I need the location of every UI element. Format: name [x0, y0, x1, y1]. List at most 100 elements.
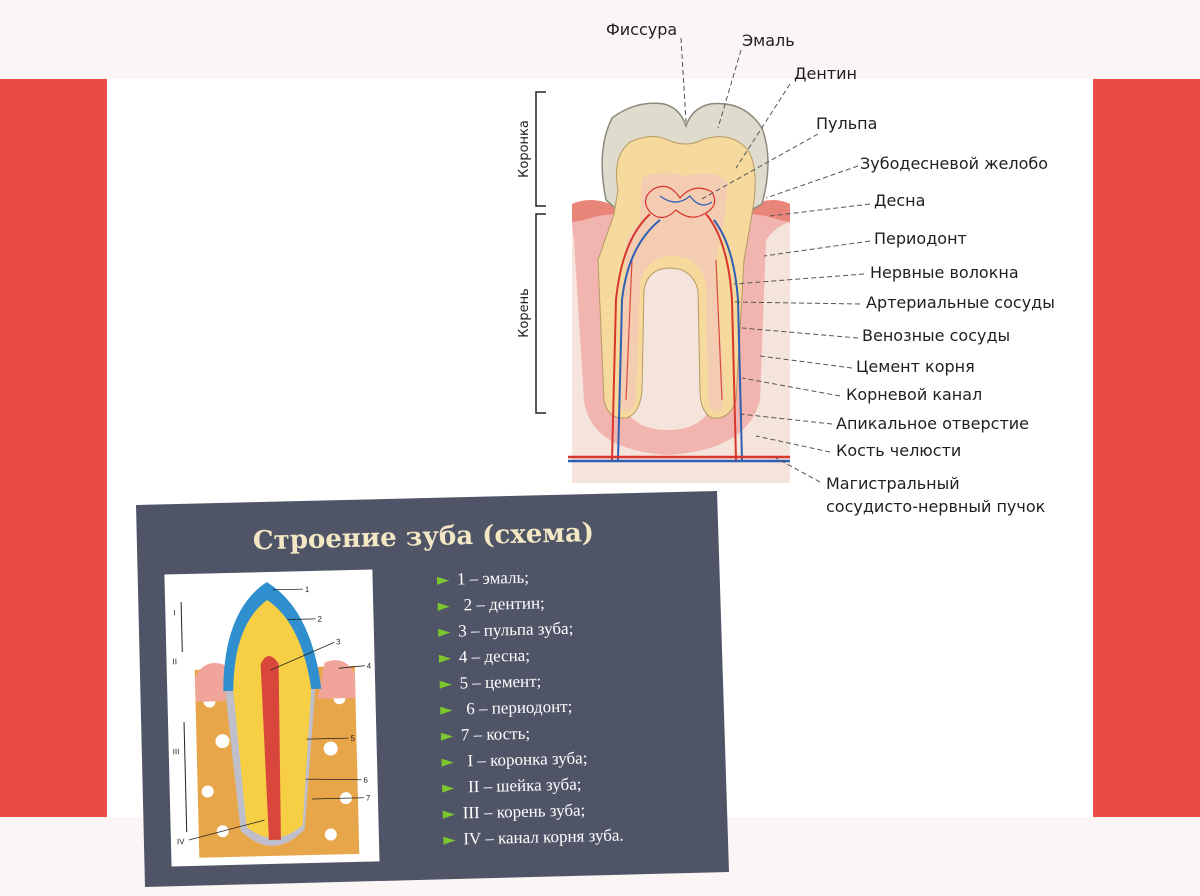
bullet-icon: ►: [441, 726, 454, 745]
legend-item: ► III – корень зуба;: [443, 800, 586, 822]
fig-num-1: 1: [305, 585, 310, 594]
gum-edge-left: [572, 200, 620, 222]
fig-leader: [287, 618, 316, 620]
label-pulp: Пульпа: [816, 114, 877, 133]
right-red-band: [1093, 79, 1200, 817]
fig-num-6: 6: [363, 776, 368, 785]
label-root-cement: Цемент корня: [856, 357, 975, 376]
leader-artery: [733, 301, 861, 305]
legend-item-text: 2 – дентин;: [463, 593, 545, 614]
fig-roman-4: IV: [177, 837, 185, 846]
leader-vein: [741, 327, 859, 339]
leader-enamel: [717, 49, 742, 129]
fig-leader: [305, 778, 362, 781]
label-gum: Десна: [874, 191, 925, 210]
fig-num-2: 2: [317, 615, 322, 624]
label-dentin: Дентин: [794, 64, 857, 83]
scheme-figure: 1 2 3 4 5 6 7 I II III IV: [164, 569, 380, 867]
bullet-icon: ►: [443, 804, 456, 823]
figure-bracket-crown: [180, 602, 183, 653]
legend-item: ► II – шейка зуба;: [442, 775, 582, 797]
legend-item: ► 3 – пульпа зуба;: [438, 619, 573, 641]
label-apical-foramen: Апикальное отверстие: [836, 414, 1029, 433]
figure-bracket-root: [183, 722, 188, 833]
fig-leader: [272, 588, 303, 591]
bullet-icon: ►: [439, 674, 452, 693]
bone-pore: [201, 785, 214, 798]
label-jaw-bone: Кость челюсти: [836, 441, 961, 460]
legend-item-text: IV – канал корня зуба.: [463, 825, 624, 848]
leader-bundle: [775, 457, 821, 483]
leader-pulp: [699, 133, 819, 201]
legend-item: ►7 – кость;: [441, 724, 531, 745]
legend-item-text: II – шейка зуба;: [468, 775, 582, 797]
legend-item: ► IV – канал корня зуба.: [443, 825, 624, 848]
label-bundle-line1: Магистральный: [826, 474, 960, 493]
legend-item-text: 6 – периодонт;: [466, 697, 573, 719]
leader-dentin: [735, 83, 791, 169]
leader-bone: [755, 435, 831, 453]
bullet-icon: ►: [440, 700, 453, 719]
bullet-icon: ►: [441, 752, 454, 771]
vein-right: [713, 219, 743, 461]
bullet-icon: ►: [442, 778, 455, 797]
legend-list: ► 1 – эмаль; ► 2 – дентин; ► 3 – пульпа зуб…: [437, 568, 624, 849]
label-root-canal: Корневой канал: [846, 385, 982, 404]
bullet-icon: ►: [439, 648, 452, 667]
artery-left: [611, 213, 651, 461]
leader-canal: [741, 377, 841, 397]
capillary-network: [644, 185, 716, 219]
label-gingival-groove: Зубодесневой желобо: [860, 154, 1048, 173]
legend-item: ► 1 – эмаль;: [437, 568, 529, 589]
figure-pulp: [260, 656, 281, 841]
legend-item-text: 3 – пульпа зуба;: [458, 619, 573, 641]
label-fissure: Фиссура: [606, 20, 677, 39]
figure-gum-left: [194, 663, 226, 702]
artery-right: [705, 213, 737, 461]
leader-groove: [765, 165, 859, 199]
leader-gum: [769, 203, 871, 217]
venous-network: [659, 195, 713, 206]
leader-nerve: [733, 273, 865, 285]
label-clip-mask: [1072, 140, 1093, 530]
legend-item: ►I – коронка зуба;: [441, 748, 587, 771]
bullet-icon: ►: [437, 596, 450, 615]
root-canal-right: [715, 259, 723, 401]
vein-left: [617, 219, 661, 461]
crown-bracket: [535, 91, 546, 207]
legend-item-text: 1 – эмаль;: [457, 568, 529, 589]
fig-num-5: 5: [350, 734, 355, 743]
root-canal-left: [625, 259, 633, 401]
left-red-band: [0, 79, 107, 817]
label-arterial-vessels: Артериальные сосуды: [866, 293, 1055, 312]
leader-fissure: [680, 37, 687, 123]
label-periodontium: Периодонт: [874, 229, 967, 248]
legend-item-text: III – корень зуба;: [462, 800, 585, 822]
bullet-icon: ►: [438, 622, 451, 641]
label-venous-vessels: Венозные сосуды: [862, 326, 1010, 345]
label-bundle-line2: сосудисто-нервный пучок: [826, 497, 1046, 516]
fig-roman-1: I: [173, 608, 175, 617]
bullet-icon: ►: [437, 570, 450, 589]
legend-item: ► 6 – периодонт;: [440, 697, 573, 719]
label-nerve-fibers: Нервные волокна: [870, 263, 1019, 282]
root-bracket: [535, 213, 546, 414]
legend-item-text: 4 – десна;: [459, 646, 530, 667]
crown-bracket-label: Коронка: [517, 120, 532, 178]
leader-periodontium: [763, 240, 871, 257]
fig-leader: [270, 642, 335, 671]
fig-roman-2: II: [172, 657, 177, 666]
legend-item: ► 5 – цемент;: [439, 671, 541, 692]
legend-item: ► 4 – десна;: [439, 646, 530, 667]
pulp-chamber: [618, 172, 728, 412]
fig-leader: [311, 797, 364, 800]
fig-leader: [188, 819, 265, 841]
fig-num-7: 7: [366, 794, 371, 803]
legend-item-text: 5 – цемент;: [459, 671, 541, 692]
fig-leader: [306, 737, 349, 740]
bullet-icon: ►: [443, 830, 456, 849]
bone-pore: [323, 741, 338, 756]
fig-leader: [338, 665, 365, 669]
